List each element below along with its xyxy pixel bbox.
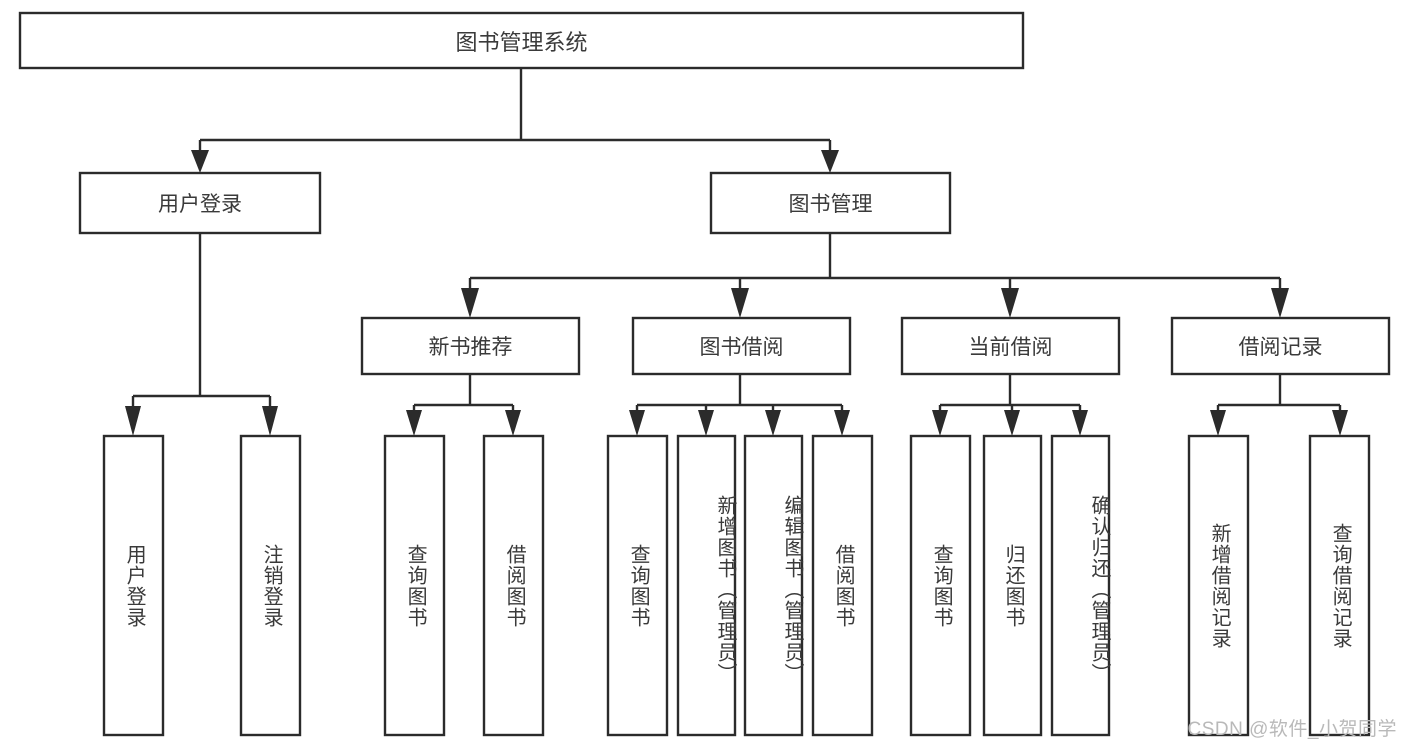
arrowhead-bb-to-leaf1 xyxy=(629,410,645,436)
node-leaf-logout-box[interactable] xyxy=(239,434,302,737)
arrowhead-bb-to-leaf2 xyxy=(698,410,714,436)
node-leaf-confirm-return-box[interactable] xyxy=(1050,434,1111,737)
arrowhead-br-to-leaf1 xyxy=(1210,410,1226,436)
node-leaf-borrow-book-2-box[interactable] xyxy=(811,434,874,737)
node-new-book-rec-box[interactable] xyxy=(360,316,581,376)
arrowhead-bm-to-new-book-rec xyxy=(461,288,479,318)
arrowhead-nbr-to-leaf2 xyxy=(505,410,521,436)
watermark-text: CSDN @软件_小贺同学 xyxy=(1187,719,1397,740)
node-leaf-return-book-box[interactable] xyxy=(982,434,1043,737)
node-user-login-box[interactable] xyxy=(78,171,322,235)
arrowhead-user-login-to-leaf2 xyxy=(262,406,278,436)
arrowhead-user-login-to-leaf1 xyxy=(125,406,141,436)
arrowhead-bb-to-leaf3 xyxy=(765,410,781,436)
node-root-box[interactable] xyxy=(18,11,1025,70)
node-leaf-borrow-book-1-box[interactable] xyxy=(482,434,545,737)
node-current-borrow-box[interactable] xyxy=(900,316,1121,376)
arrowhead-br-to-leaf2 xyxy=(1332,410,1348,436)
node-leaf-query-book-3-box[interactable] xyxy=(909,434,972,737)
node-borrow-record-box[interactable] xyxy=(1170,316,1391,376)
arrowhead-root-to-book-manage xyxy=(821,150,839,173)
arrowhead-cb-to-leaf3 xyxy=(1072,410,1088,436)
node-leaf-query-book-1-box[interactable] xyxy=(383,434,446,737)
node-leaf-query-record-box[interactable] xyxy=(1308,434,1371,737)
node-leaf-add-record-box[interactable] xyxy=(1187,434,1250,737)
arrowhead-bm-to-book-borrow xyxy=(731,288,749,318)
node-leaf-query-book-2-box[interactable] xyxy=(606,434,669,737)
arrowhead-cb-to-leaf2 xyxy=(1004,410,1020,436)
arrowhead-cb-to-leaf1 xyxy=(932,410,948,436)
node-book-borrow-box[interactable] xyxy=(631,316,852,376)
node-leaf-add-book-box[interactable] xyxy=(676,434,737,737)
node-leaf-edit-book-box[interactable] xyxy=(743,434,804,737)
arrowhead-bm-to-borrow-record xyxy=(1271,288,1289,318)
arrowhead-nbr-to-leaf1 xyxy=(406,410,422,436)
node-book-manage-box[interactable] xyxy=(709,171,952,235)
node-leaf-user-login-box[interactable] xyxy=(102,434,165,737)
arrowhead-bm-to-current-borrow xyxy=(1001,288,1019,318)
arrowhead-root-to-user-login xyxy=(191,150,209,173)
arrowhead-bb-to-leaf4 xyxy=(834,410,850,436)
